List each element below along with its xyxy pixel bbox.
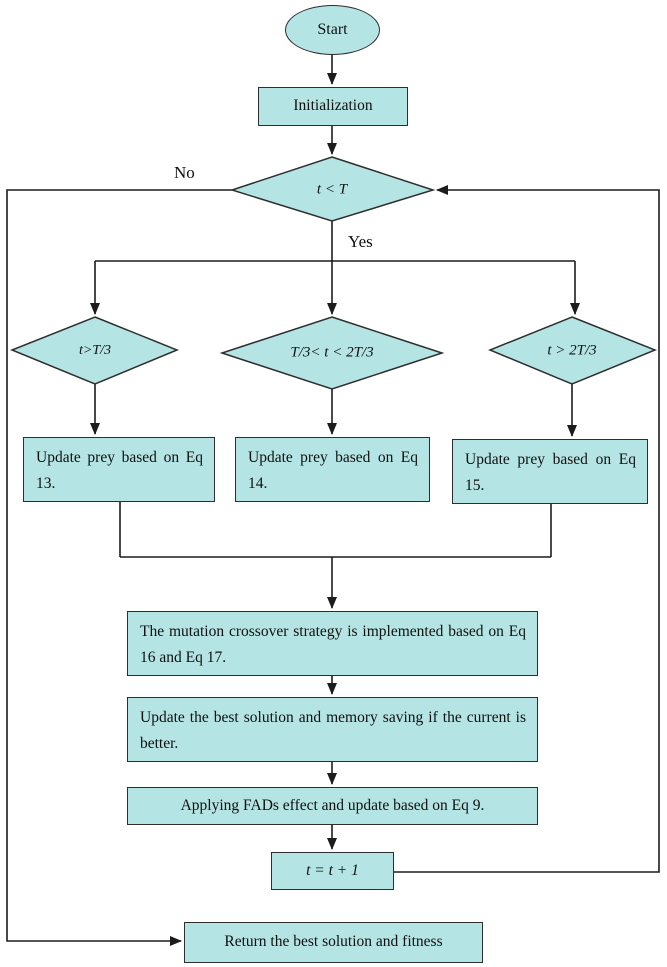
decision-phase2: [219, 316, 445, 390]
mutation-crossover-node: The mutation crossover strategy is imple…: [127, 611, 538, 676]
start-node: Start: [285, 5, 380, 55]
decision-phase3: [488, 316, 658, 385]
decision-phase1: [9, 316, 179, 385]
phase1-condition-label: t>T/3: [78, 343, 112, 358]
return-result-node: Return the best solution and fitness: [184, 922, 483, 963]
update-prey-eq14-node: Update prey based on Eq 14.: [235, 437, 430, 502]
increment-node: t = t + 1: [271, 852, 394, 890]
update-best-solution-node: Update the best solution and memory savi…: [127, 697, 538, 762]
phase2-condition-label: T/3< t < 2T/3: [290, 344, 374, 361]
decision-loop-condition: [229, 156, 436, 222]
yes-edge-label: Yes: [348, 232, 373, 251]
update-prey-eq13-node: Update prey based on Eq 13.: [23, 437, 215, 502]
update-prey-eq15-node: Update prey based on Eq 15.: [452, 439, 648, 504]
phase3-condition-label: t > 2T/3: [547, 342, 597, 359]
fads-effect-node: Applying FADs effect and update based on…: [127, 787, 538, 825]
no-edge-label: No: [174, 163, 195, 182]
initialization-node: Initialization: [258, 87, 408, 126]
loop-condition-label: t < T: [316, 181, 348, 198]
edge-increment-loop: [394, 185, 660, 873]
edge-no-loop: [6, 189, 232, 946]
